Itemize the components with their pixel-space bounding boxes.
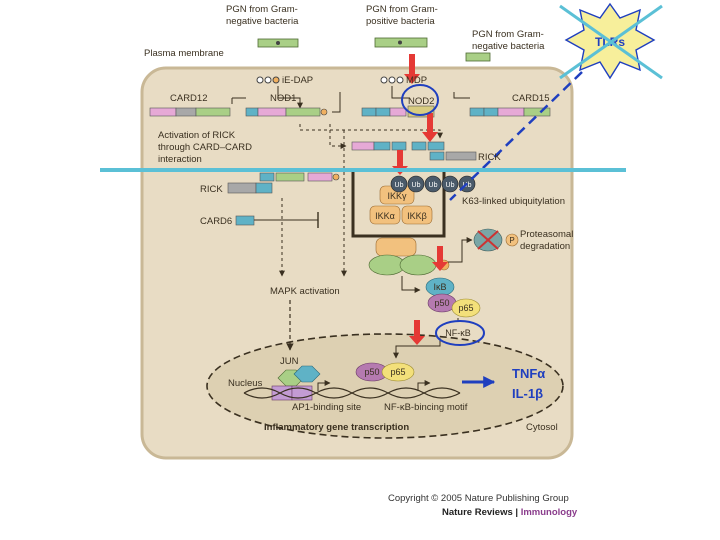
nod2-label: NOD2 bbox=[408, 96, 434, 107]
mdp-ligand bbox=[380, 76, 404, 84]
ikb-nfkb-complex: IκB p50 p65 bbox=[425, 277, 481, 318]
nfkb-bound-oval-2 bbox=[399, 254, 437, 276]
proteasome-icon: P bbox=[473, 228, 519, 252]
ikb-label: IκB bbox=[433, 282, 446, 292]
nfkb-bound-oval-1 bbox=[368, 254, 406, 276]
journal-topic: Immunology bbox=[520, 507, 578, 518]
dna-helix bbox=[243, 387, 461, 399]
phospho-mark: P bbox=[509, 236, 514, 245]
k63-ubiquitylation-label: K63-linked ubiquitylation bbox=[462, 196, 565, 207]
nod2-highlight-circle bbox=[401, 84, 439, 116]
ub-label-4: Ub bbox=[446, 182, 455, 189]
ubiquitin-chain: Ub Ub Ub Ub Ub bbox=[390, 175, 476, 193]
pgn-gram-negative-1 bbox=[257, 38, 299, 48]
copyright-notice: Copyright © 2005 Nature Publishing Group bbox=[388, 493, 569, 504]
card6-protein bbox=[235, 215, 255, 226]
pgn-gram-negative-1-label: PGN from Gram- negative bacteria bbox=[226, 4, 300, 27]
p50-label-nuc: p50 bbox=[364, 367, 379, 377]
tlr-dash-link bbox=[449, 71, 583, 201]
rick-right-label: RICK bbox=[478, 152, 501, 163]
ikk-gamma-label: IKKγ bbox=[387, 191, 407, 201]
ub-label-2: Ub bbox=[412, 182, 421, 189]
journal-separator: | bbox=[512, 507, 521, 518]
mapk-activation-label: MAPK activation bbox=[270, 286, 340, 297]
activated-nod-complex bbox=[351, 141, 477, 161]
card12-label: CARD12 bbox=[170, 93, 208, 104]
card12-protein bbox=[149, 107, 231, 117]
ie-dap-label: iE-DAP bbox=[282, 75, 313, 86]
ub-label-1: Ub bbox=[395, 182, 404, 189]
nod-left-complex bbox=[259, 172, 340, 182]
jun-label: JUN bbox=[280, 356, 299, 367]
nfkb-highlight-circle bbox=[435, 320, 485, 346]
nfkb-binding-motif-label: NF-κB-bincing motif bbox=[384, 402, 468, 413]
nucleus-nfkb-dimer: p50 p65 bbox=[355, 362, 415, 382]
nfkb-label: NF-κB bbox=[445, 328, 471, 338]
nucleus bbox=[206, 333, 564, 439]
rick-activation-label: Activation of RICK through CARD–CARD int… bbox=[158, 130, 255, 165]
journal-name: Nature Reviews bbox=[442, 507, 513, 518]
pgn-gram-negative-2 bbox=[465, 52, 491, 62]
p50-label-cyto: p50 bbox=[434, 298, 449, 308]
pgn-gram-positive bbox=[374, 37, 428, 48]
p65-label-nuc: p65 bbox=[390, 367, 405, 377]
il1-beta-label: IL-1β bbox=[512, 386, 543, 401]
pgn-gram-negative-2-label: PGN from Gram- negative bacteria bbox=[472, 29, 546, 52]
nod1-protein bbox=[245, 107, 328, 117]
ub-label-3: Ub bbox=[429, 182, 438, 189]
nucleus-label: Nucleus bbox=[228, 378, 263, 389]
ikk-alpha-label: IKKα bbox=[375, 211, 395, 221]
ie-dap-ligand bbox=[256, 76, 280, 84]
rick-left-protein bbox=[227, 182, 273, 194]
ikk-complex: IKKγ IKKα IKKβ bbox=[369, 185, 433, 225]
ikk-activated-complex bbox=[375, 237, 417, 257]
proteasomal-degradation-label: Proteasomal degradation bbox=[520, 229, 576, 252]
tnf-alpha-label: TNFα bbox=[512, 366, 545, 381]
journal-credit: Nature Reviews | Immunology bbox=[442, 507, 577, 518]
card15-label: CARD15 bbox=[512, 93, 550, 104]
nod2-protein bbox=[361, 105, 435, 118]
card15-protein bbox=[469, 107, 551, 117]
mdp-label: MDP bbox=[406, 75, 427, 86]
pgn-gram-positive-label: PGN from Gram- positive bacteria bbox=[366, 4, 440, 27]
nod1-label: NOD1 bbox=[270, 93, 296, 104]
inflammatory-transcription-label: Inflammatory gene transcription bbox=[264, 422, 409, 433]
ap1-binding-site-label: AP1-binding site bbox=[292, 402, 361, 413]
plasma-membrane-label: Plasma membrane bbox=[144, 48, 224, 59]
tlr-star-icon: TLRs bbox=[559, 2, 663, 80]
cytosol-label: Cytosol bbox=[526, 422, 558, 433]
rick-left-label: RICK bbox=[200, 184, 223, 195]
ikk-beta-label: IKKβ bbox=[407, 211, 427, 221]
card6-label: CARD6 bbox=[200, 216, 232, 227]
ub-label-5: Ub bbox=[463, 182, 472, 189]
p65-label-cyto: p65 bbox=[458, 303, 473, 313]
